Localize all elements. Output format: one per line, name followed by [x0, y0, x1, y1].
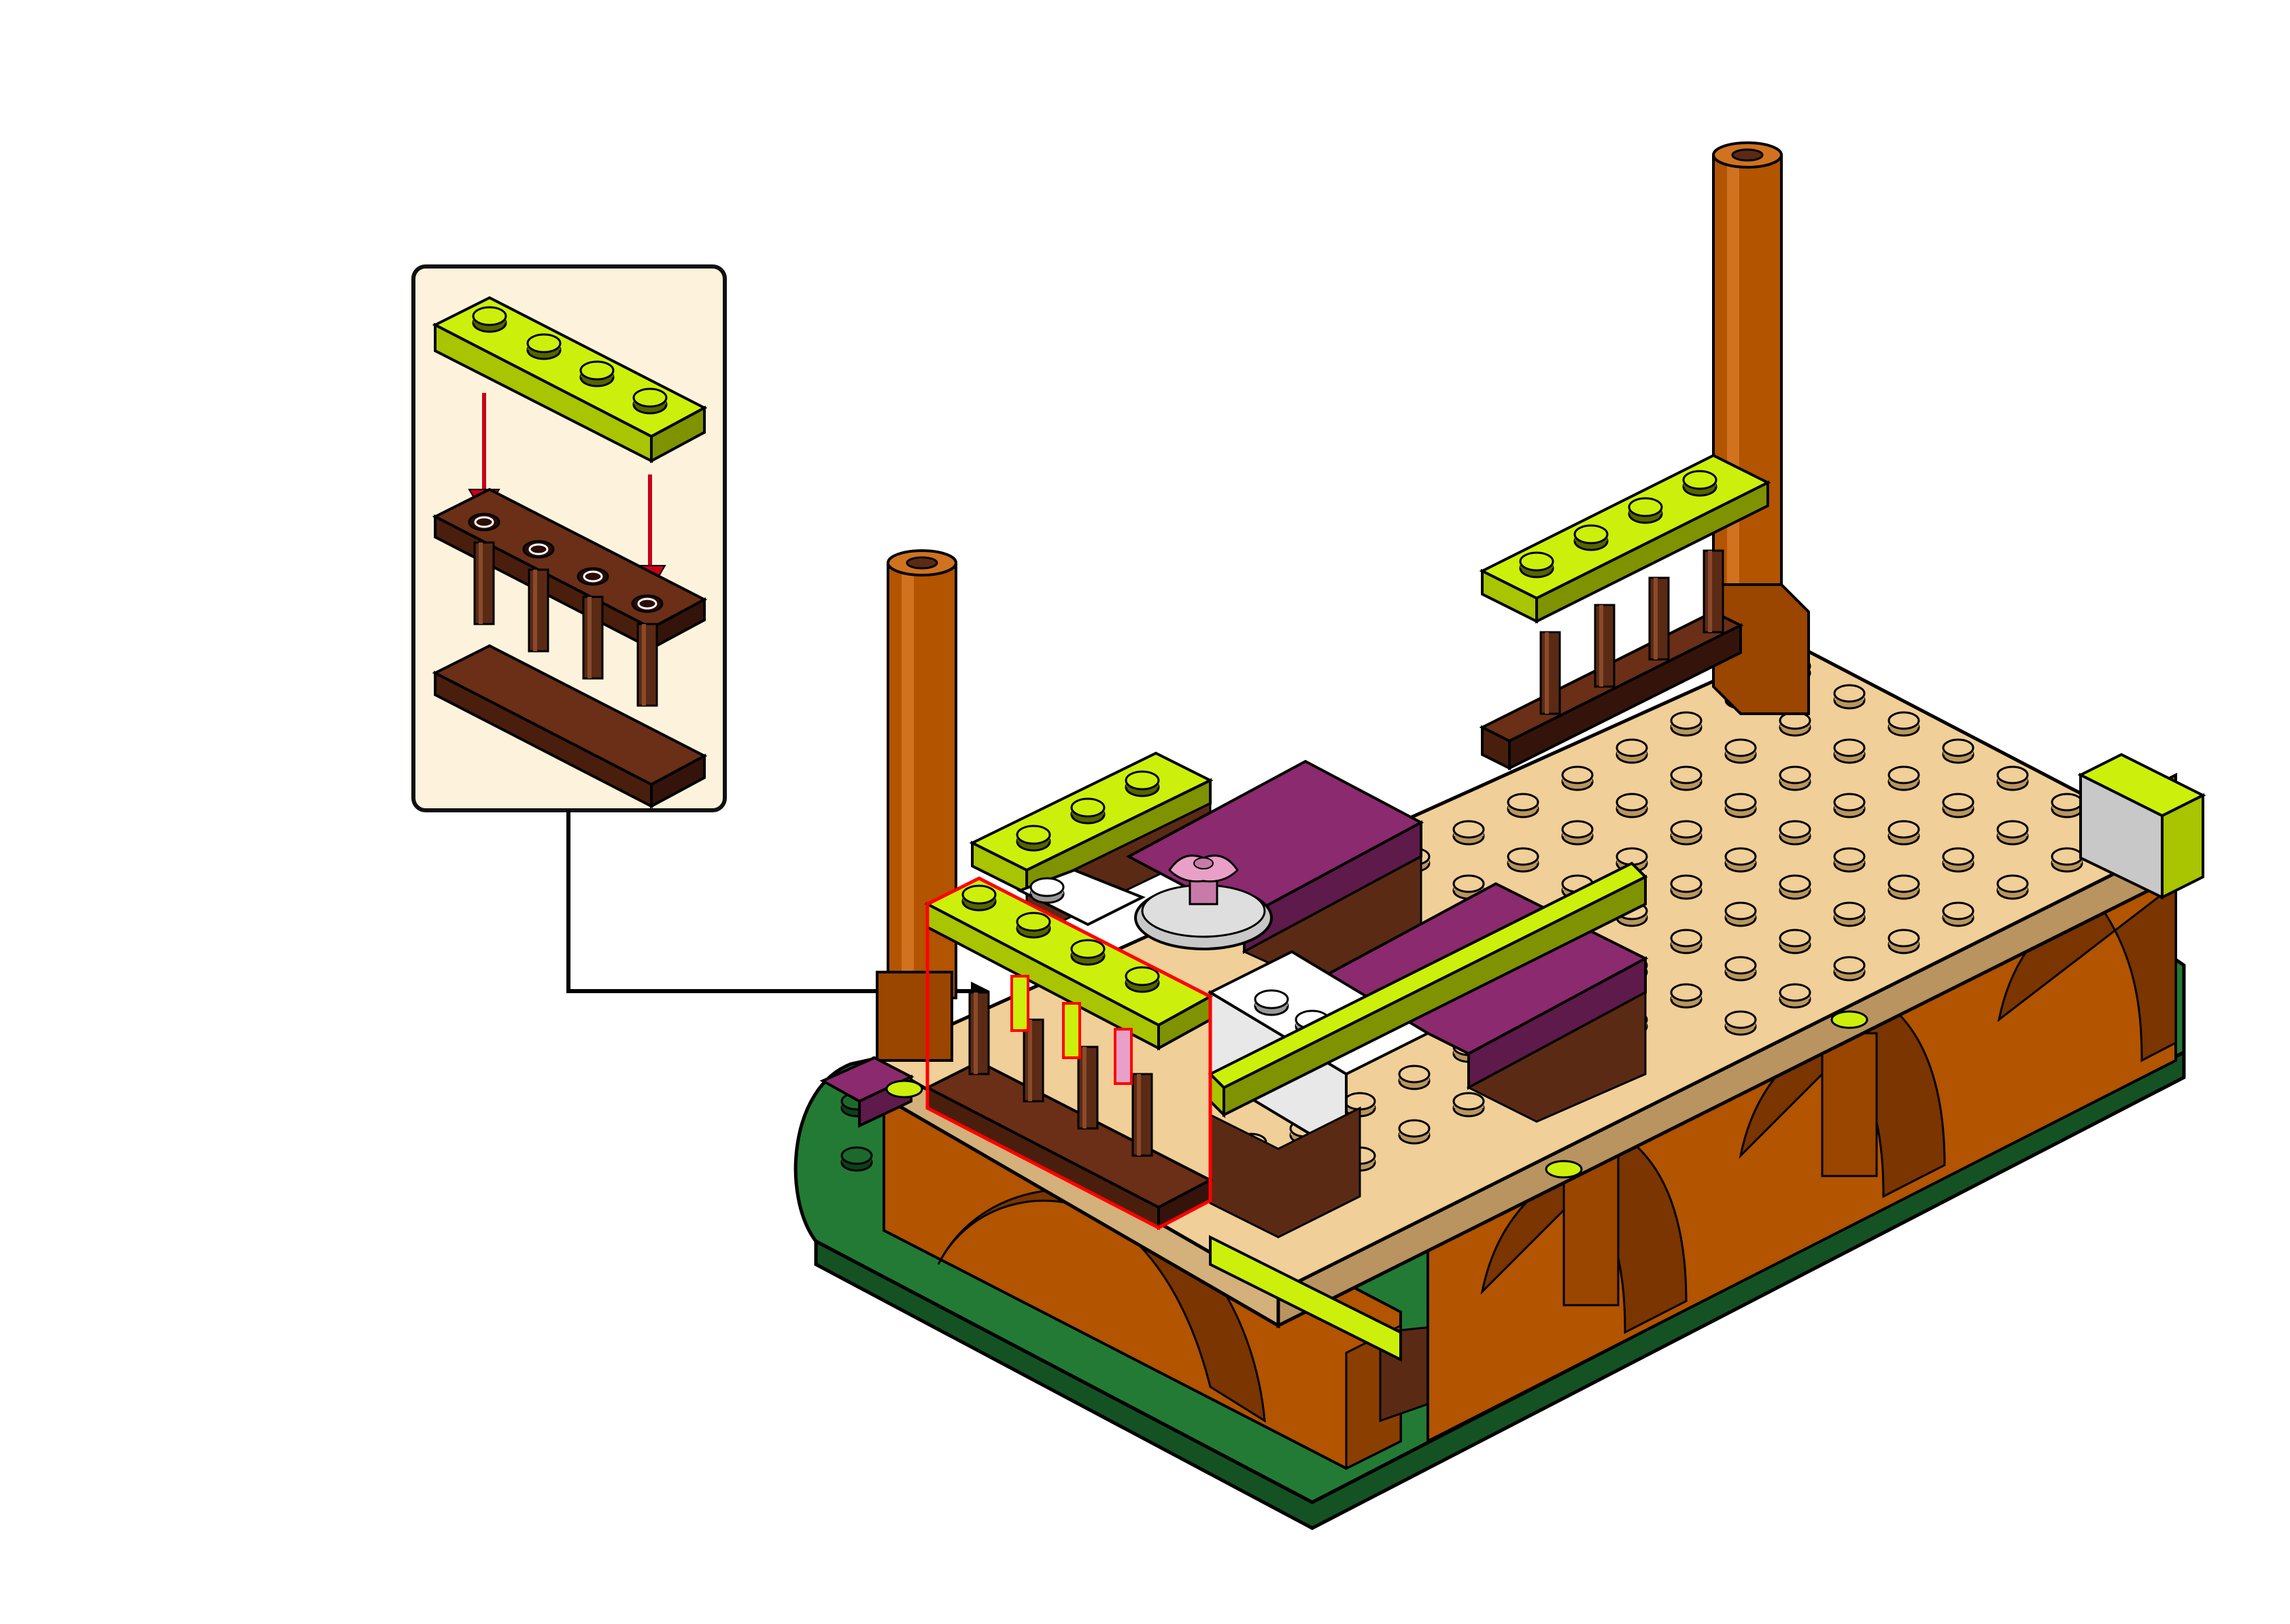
- pillar-front: [877, 551, 956, 1060]
